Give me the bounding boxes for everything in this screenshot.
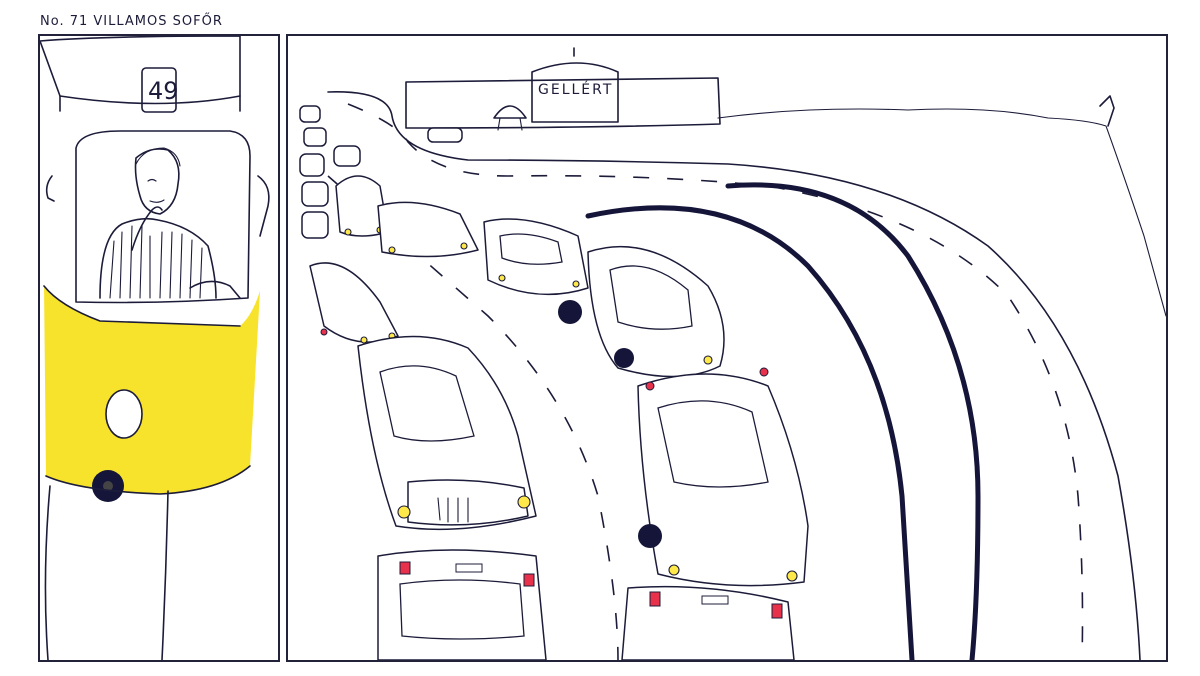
comic-caption: No. 71 VILLAMOS SOFŐR <box>40 14 223 29</box>
tram-window <box>75 130 251 304</box>
car-mid-4 <box>309 262 399 344</box>
car-mid-2 <box>377 201 479 258</box>
car-queue-far <box>299 105 463 239</box>
gellert-sign: GELLÉRT <box>538 81 613 98</box>
road-edge-inner <box>585 205 915 660</box>
car-front-left <box>357 335 537 531</box>
tram-headlight <box>105 389 143 439</box>
route-number: 49 <box>148 77 179 105</box>
hill-statue <box>1099 95 1115 127</box>
car-rear-left <box>377 549 547 660</box>
tram-illustration: 49 <box>40 36 270 660</box>
car-rear-right <box>621 585 795 660</box>
tram-driver-panel: 49 <box>38 34 280 662</box>
road-edge-outer <box>725 182 981 660</box>
driver-head <box>134 148 180 215</box>
car-mid-3 <box>483 218 589 296</box>
hill-line <box>717 108 1166 317</box>
gellert-building: GELLÉRT <box>405 47 721 131</box>
traffic-scene-panel: GELLÉRT <box>286 34 1168 662</box>
car-mid-5 <box>558 245 725 378</box>
driver-body <box>99 217 217 299</box>
route-number-box <box>141 67 177 113</box>
car-front-right <box>637 367 809 587</box>
traffic-illustration: GELLÉRT <box>299 47 1166 660</box>
tram-yellow-body <box>44 286 260 494</box>
